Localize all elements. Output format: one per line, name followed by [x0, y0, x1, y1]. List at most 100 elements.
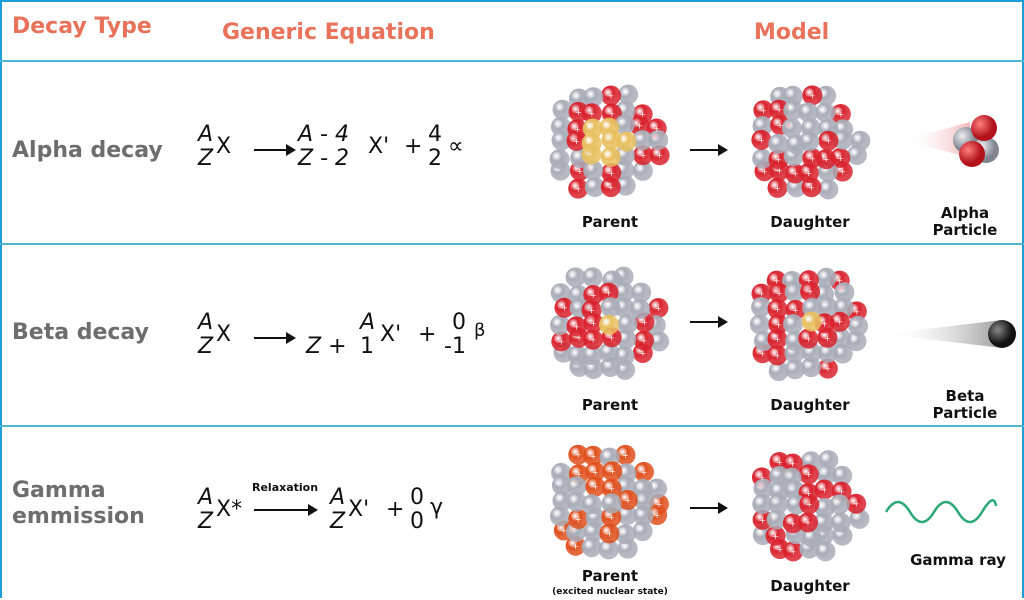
proton — [633, 330, 654, 351]
plus-sign: + — [774, 184, 781, 193]
plus-sign: + — [838, 488, 845, 497]
alpha-particle-icon — [905, 115, 999, 167]
plus-sign: + — [641, 468, 648, 477]
proton — [814, 479, 835, 500]
plus-sign: + — [808, 183, 815, 192]
plus-sign: + — [574, 125, 581, 134]
neutron — [799, 131, 820, 152]
proton — [767, 299, 788, 320]
plus-sign: + — [622, 451, 629, 460]
neutron — [618, 84, 639, 105]
proton — [583, 445, 604, 466]
element-symbol: X* — [216, 497, 243, 522]
neutron — [816, 267, 837, 288]
plus-sign: + — [807, 288, 814, 297]
divider — [0, 243, 1024, 245]
proton — [599, 523, 620, 544]
atomic-number: 0 — [410, 509, 424, 534]
plus-sign: + — [592, 468, 599, 477]
plus-sign: + — [608, 92, 615, 101]
neutron — [566, 491, 587, 512]
plus-sign: + — [775, 155, 782, 164]
proton — [568, 509, 589, 530]
proton — [783, 541, 804, 562]
plus-sign: + — [404, 134, 423, 159]
emitted-nucleon — [601, 129, 622, 150]
neutron — [565, 267, 586, 288]
plus-sign: + — [608, 513, 615, 522]
emitted-nucleon — [801, 311, 822, 332]
proton — [648, 297, 669, 318]
neutron — [552, 99, 573, 120]
emitted-nucleon — [616, 131, 637, 152]
neutron — [631, 282, 652, 303]
plus-sign: + — [639, 110, 646, 119]
plus-sign: + — [575, 515, 582, 524]
plus-sign: + — [640, 151, 647, 160]
parent-label: Parent — [581, 396, 639, 414]
emitted-nucleon — [600, 146, 621, 167]
atomic-number: Z — [198, 509, 214, 534]
neutron — [782, 85, 803, 106]
proton — [767, 345, 788, 366]
neutron — [598, 539, 619, 560]
neutron — [849, 508, 870, 529]
neutron — [647, 478, 668, 499]
plus-sign: + — [774, 351, 781, 360]
element-symbol: X' — [380, 322, 402, 347]
neutron — [617, 314, 638, 335]
header-generic-equation: Generic Equation — [222, 20, 435, 45]
proton — [802, 148, 823, 169]
plus-sign: + — [418, 322, 437, 347]
neutron — [649, 331, 670, 352]
neutron — [615, 524, 636, 545]
plus-sign: + — [774, 335, 781, 344]
proton — [752, 509, 773, 530]
decay-type-alpha: Alpha decay — [12, 138, 163, 163]
neutron — [846, 331, 867, 352]
neutron — [614, 114, 635, 135]
proton — [798, 464, 819, 485]
element-symbol: X' — [368, 134, 390, 159]
neutron — [583, 87, 604, 108]
plus-sign: + — [839, 168, 846, 177]
divider — [0, 60, 1024, 62]
plus-sign: + — [572, 542, 579, 551]
plus-sign: + — [772, 532, 779, 541]
plus-sign: + — [608, 485, 615, 494]
neutron — [633, 505, 654, 526]
neutron — [801, 527, 822, 548]
plus-sign: + — [821, 486, 828, 495]
plus-sign: + — [805, 276, 812, 285]
proton — [568, 178, 589, 199]
plus-sign: + — [609, 110, 616, 119]
element-symbol: X — [216, 134, 232, 159]
proton — [585, 476, 606, 497]
plus-sign: + — [759, 516, 766, 525]
neutron — [601, 493, 622, 514]
neutron — [751, 297, 772, 318]
neutron — [567, 345, 588, 366]
plus-sign: + — [792, 306, 799, 315]
atomic-number: Z — [330, 509, 346, 534]
arrow-icon — [254, 332, 296, 344]
plus-sign: + — [592, 483, 599, 492]
proton — [583, 312, 604, 333]
neutron — [753, 478, 774, 499]
particle-label: Gamma ray — [910, 551, 1006, 569]
neutron — [752, 148, 773, 169]
neutron — [752, 494, 773, 515]
neutron — [549, 506, 570, 527]
arrow-icon — [690, 316, 728, 328]
plus-sign: + — [821, 319, 828, 328]
plus-sign: + — [809, 91, 816, 100]
header-model: Model — [754, 20, 830, 45]
neutron — [832, 129, 853, 150]
plus-sign: + — [641, 337, 648, 346]
arrow-icon — [690, 502, 728, 514]
proton — [649, 145, 670, 166]
neutron — [832, 465, 853, 486]
plus-sign: + — [609, 467, 616, 476]
emitted-nucleon — [581, 133, 602, 154]
